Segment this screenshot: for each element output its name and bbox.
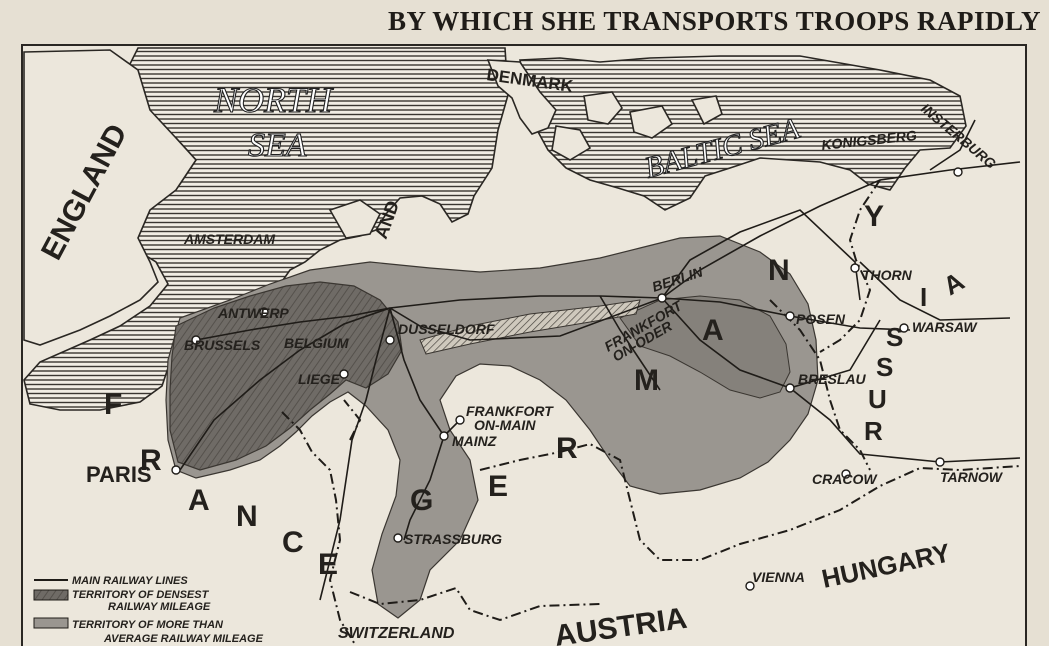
label-france-5: C (282, 526, 304, 559)
headline: BY WHICH SHE TRANSPORTS TROOPS RAPIDLY (388, 6, 1041, 36)
label-russia-s: S (876, 352, 893, 382)
label-brussels: BRUSSELS (184, 337, 261, 353)
label-switzerland: SWITZERLAND (338, 625, 455, 642)
label-germany-g: G (410, 484, 433, 517)
label-paris: PARIS (86, 462, 152, 487)
legend-above-average-2: AVERAGE RAILWAY MILEAGE (103, 633, 264, 645)
label-warsaw: WARSAW (912, 319, 978, 335)
label-germany-a: A (702, 314, 724, 347)
coastlines (23, 49, 723, 346)
label-antwerp: ANTWERP (217, 305, 289, 321)
label-russia-u: U (868, 384, 887, 414)
territory-densest-railway (169, 281, 403, 471)
legend-main-lines: MAIN RAILWAY LINES (72, 575, 188, 587)
label-germany-y: Y (864, 200, 884, 233)
label-belgium: BELGIUM (284, 335, 349, 351)
label-germany-m: M (634, 364, 659, 397)
legend-above-average-swatch (33, 617, 69, 629)
label-north-sea-2: SEA (248, 127, 307, 164)
label-frankfort-main-sub: ON-MAIN (474, 417, 536, 433)
label-strassburg: STRASSBURG (404, 531, 502, 547)
label-france-4: N (236, 500, 258, 533)
label-france-1: F (104, 388, 122, 421)
label-cracow: CRACOW (812, 471, 878, 487)
label-north-sea-1: NORTH (213, 80, 334, 120)
label-russia-i: I (920, 282, 927, 312)
label-france-6: E (318, 548, 338, 581)
label-germany-r: R (556, 432, 578, 465)
label-posen: POSEN (796, 311, 846, 327)
label-liege: LIEGE (298, 371, 341, 387)
label-france-3: A (188, 484, 210, 517)
label-thorn: THORN (862, 267, 913, 283)
borders (281, 179, 1021, 646)
label-tarnow: TARNOW (940, 469, 1004, 485)
label-france-2: R (140, 444, 162, 477)
city-markers (171, 167, 963, 591)
label-mainz: MAINZ (452, 433, 497, 449)
seas (23, 47, 967, 411)
label-russia-s2: S (886, 322, 903, 352)
label-germany-n: N (768, 254, 790, 287)
legend-densest-2: RAILWAY MILEAGE (108, 601, 211, 613)
legend: MAIN RAILWAY LINES TERRITORY OF DENSEST … (33, 575, 264, 645)
label-amsterdam: AMSTERDAM (183, 231, 275, 247)
legend-above-average-1: TERRITORY OF MORE THAN (72, 619, 224, 631)
label-germany-e: E (488, 470, 508, 503)
label-russia-r: R (864, 416, 883, 446)
label-dusseldorf: DUSSELDORF (398, 321, 495, 337)
label-breslau: BRESLAU (798, 371, 867, 387)
legend-densest-1: TERRITORY OF DENSEST (72, 589, 210, 601)
label-frankfort-main: FRANKFORT (466, 403, 554, 419)
label-vienna: VIENNA (752, 569, 805, 585)
legend-densest-swatch (33, 589, 69, 601)
